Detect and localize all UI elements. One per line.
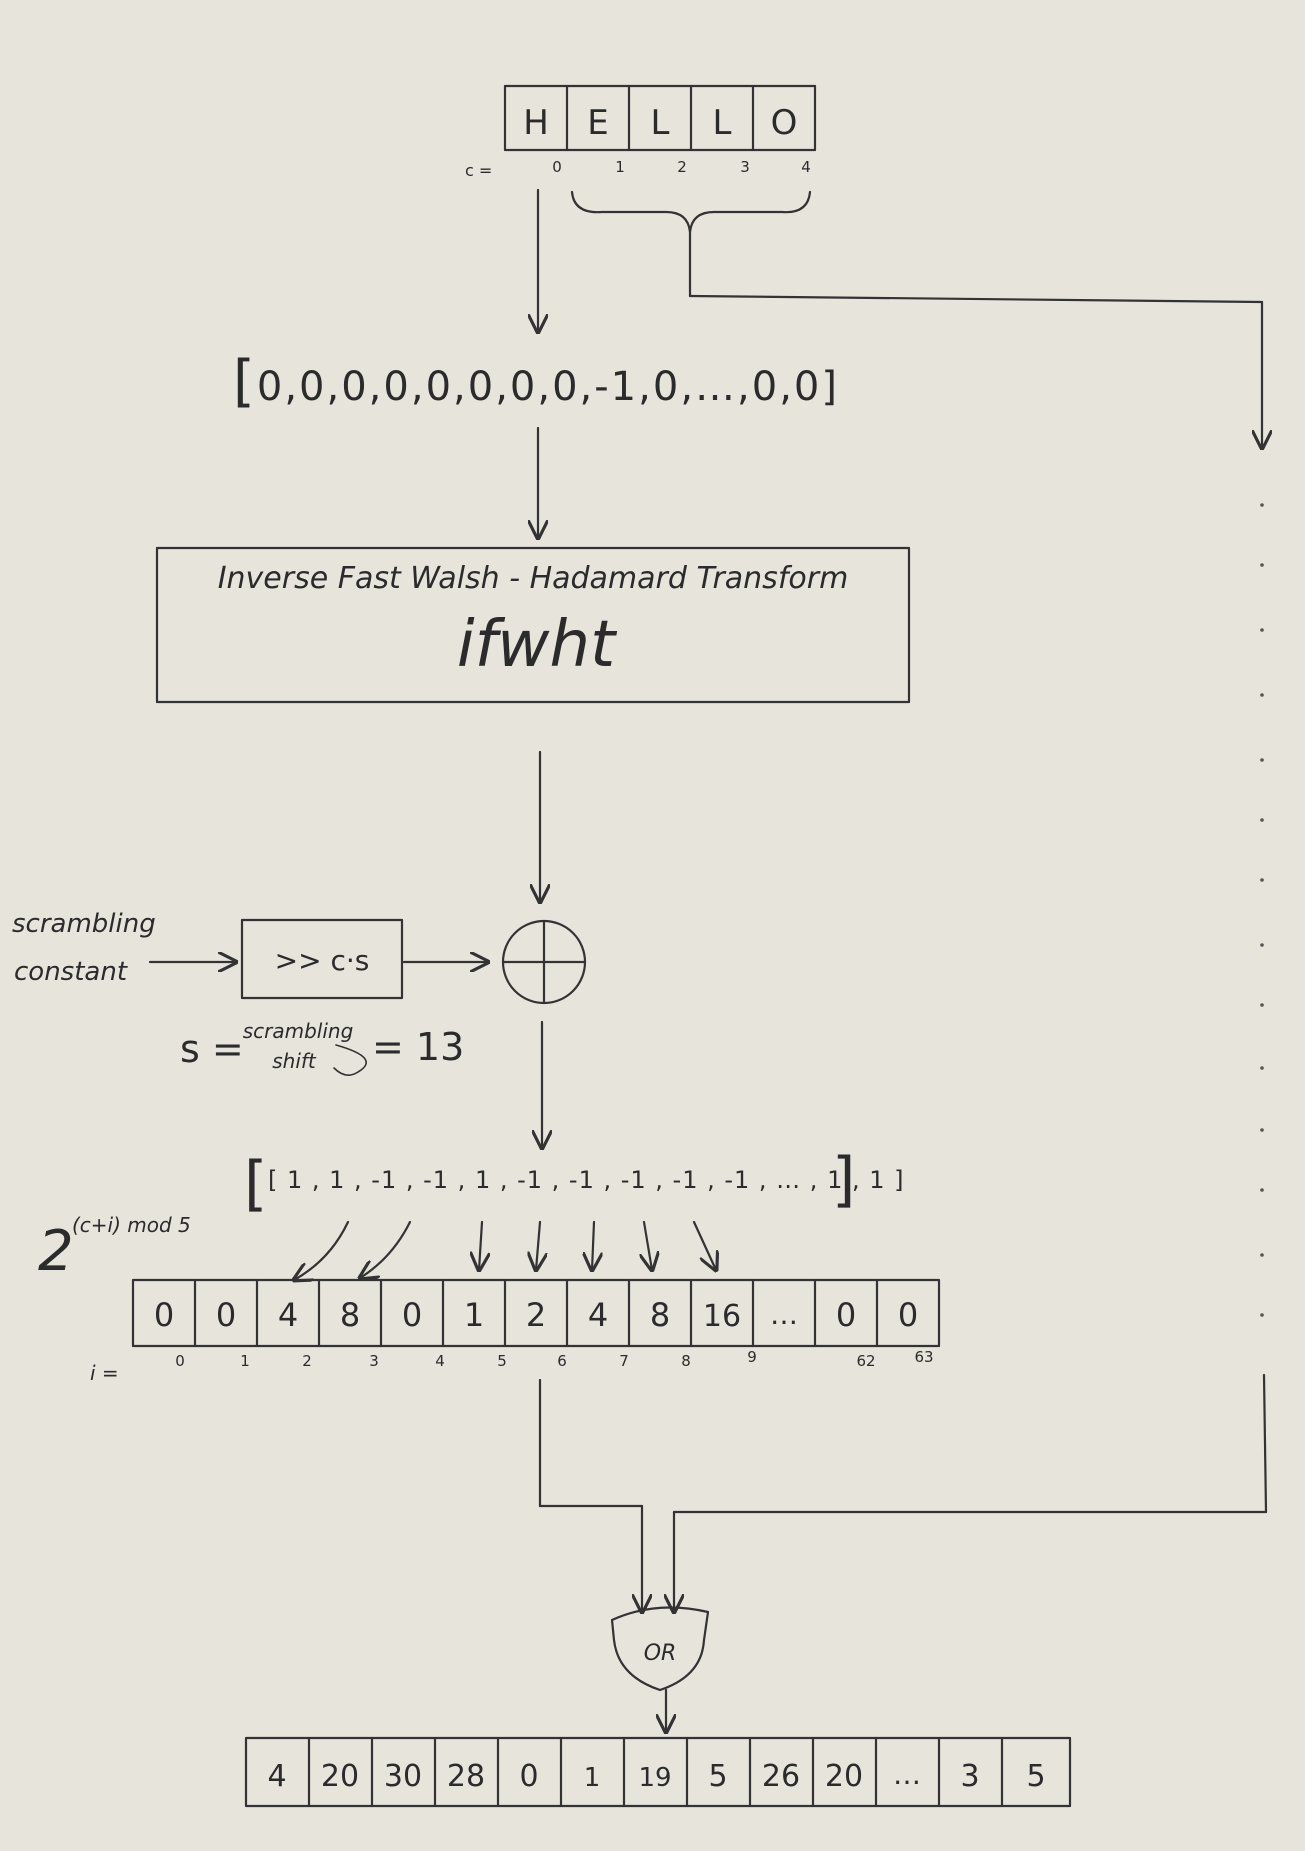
weights-index-7: 7: [619, 1352, 629, 1370]
pm-vector: [ [ 1 , 1 , -1 , -1 , 1 , -1 , -1 , -1 ,…: [244, 1145, 904, 1219]
s-fraction-bottom: shift: [272, 1049, 317, 1073]
weights-index-prefix: i =: [90, 1361, 119, 1385]
weights-index-0: 0: [175, 1352, 185, 1370]
ifwht-abbrev: ifwht: [457, 608, 618, 682]
shift-box-label: >> c·s: [275, 944, 370, 977]
weights-index-6: 6: [557, 1352, 567, 1370]
weights-index-5: 5: [497, 1352, 507, 1370]
weight-cell-1: 0: [216, 1296, 236, 1334]
output-cell-10: …: [893, 1758, 921, 1791]
output-cell-0: 4: [267, 1759, 286, 1794]
weights-index-2: 2: [302, 1352, 312, 1370]
weight-cell-4: 0: [402, 1296, 422, 1334]
s-value: = 13: [372, 1025, 464, 1069]
weights-index-63: 63: [914, 1348, 933, 1366]
pm-vector-values: [ 1 , 1 , -1 , -1 , 1 , -1 , -1 , -1 , -…: [268, 1166, 904, 1194]
input-letter-e: E: [587, 103, 608, 143]
output-cell-8: 26: [762, 1759, 800, 1794]
output-cell-11: 3: [960, 1759, 979, 1794]
power-exponent: (c+i) mod 5: [72, 1213, 191, 1237]
input-index-3: 3: [740, 158, 750, 176]
output-cell-5: 1: [584, 1763, 601, 1793]
weights-index-9: 9: [747, 1348, 757, 1366]
power-base: 2: [38, 1219, 74, 1284]
s-prefix: s =: [180, 1027, 244, 1071]
scrambling-constant-label-1: scrambling: [12, 909, 156, 939]
output-cell-2: 30: [384, 1759, 422, 1794]
input-letter-h: H: [523, 103, 549, 143]
output-cell-4: 0: [519, 1759, 538, 1794]
power-of-two-label: 2 (c+i) mod 5: [38, 1213, 191, 1284]
weight-cell-7: 4: [588, 1296, 608, 1334]
scrambling-constant-label-2: constant: [14, 957, 128, 987]
weights-index-4: 4: [435, 1352, 445, 1370]
weight-cell-5: 1: [464, 1296, 484, 1334]
output-cell-9: 20: [825, 1759, 863, 1794]
input-index-1: 1: [615, 158, 625, 176]
signal-vector: [0,0,0,0,0,0,0,0,-1,0,…,0,0]: [233, 349, 839, 414]
input-word-array: H E L L O: [503, 84, 817, 152]
output-cell-6: 19: [638, 1763, 671, 1793]
weights-index-1: 1: [240, 1352, 250, 1370]
weight-cell-9: 16: [703, 1299, 741, 1334]
output-cell-3: 28: [447, 1759, 485, 1794]
input-index-prefix: c =: [465, 161, 492, 180]
pm-vector-open: [: [244, 1149, 267, 1219]
pm-vector-close: ]: [832, 1145, 855, 1215]
weight-cell-3: 8: [340, 1296, 360, 1334]
weight-cell-6: 2: [526, 1296, 546, 1334]
input-index-4: 4: [801, 158, 811, 176]
letters-brace: [570, 190, 812, 234]
scrambling-shift-definition: s = scrambling shift = 13: [180, 1019, 464, 1076]
output-cell-1: 20: [321, 1759, 359, 1794]
bypass-path: [674, 230, 1266, 1612]
input-letter-l2: L: [713, 103, 732, 143]
output-array: 4 20 30 28 0 1 19 5 26 20 … 3 5: [244, 1736, 1072, 1808]
input-index-0: 0: [552, 158, 562, 176]
mapping-arrows: [294, 1220, 716, 1280]
ifwht-box: Inverse Fast Walsh - Hadamard Transform …: [155, 546, 911, 704]
or-gate: OR: [610, 1606, 710, 1692]
weights-index-labels: i = 0 1 2 3 4 5 6 7 8 9 62 63: [90, 1348, 934, 1385]
adder-symbol: [501, 919, 587, 1005]
weights-index-8: 8: [681, 1352, 691, 1370]
weights-index-3: 3: [369, 1352, 379, 1370]
ifwht-title: Inverse Fast Walsh - Hadamard Transform: [218, 561, 849, 596]
weight-cell-8: 8: [650, 1296, 670, 1334]
input-letter-l1: L: [651, 103, 670, 143]
shift-box: >> c·s: [240, 918, 404, 1000]
output-cell-12: 5: [1026, 1759, 1045, 1794]
weight-cell-11: 0: [836, 1296, 856, 1334]
input-index-labels: c = 0 1 2 3 4: [465, 158, 811, 180]
s-fraction-top: scrambling: [243, 1019, 354, 1043]
input-letter-o: O: [771, 103, 798, 143]
weights-index-62: 62: [856, 1352, 875, 1370]
weight-cell-10: …: [770, 1298, 798, 1331]
weights-to-gate-path: [538, 1378, 642, 1612]
weight-cell-2: 4: [278, 1296, 298, 1334]
weight-cell-12: 0: [898, 1296, 918, 1334]
output-cell-7: 5: [708, 1759, 727, 1794]
weights-array: 0 0 4 8 0 1 2 4 8 16 … 0 0: [131, 1278, 941, 1348]
weight-cell-0: 0: [154, 1296, 174, 1334]
input-index-2: 2: [677, 158, 687, 176]
or-gate-label: OR: [644, 1641, 677, 1666]
